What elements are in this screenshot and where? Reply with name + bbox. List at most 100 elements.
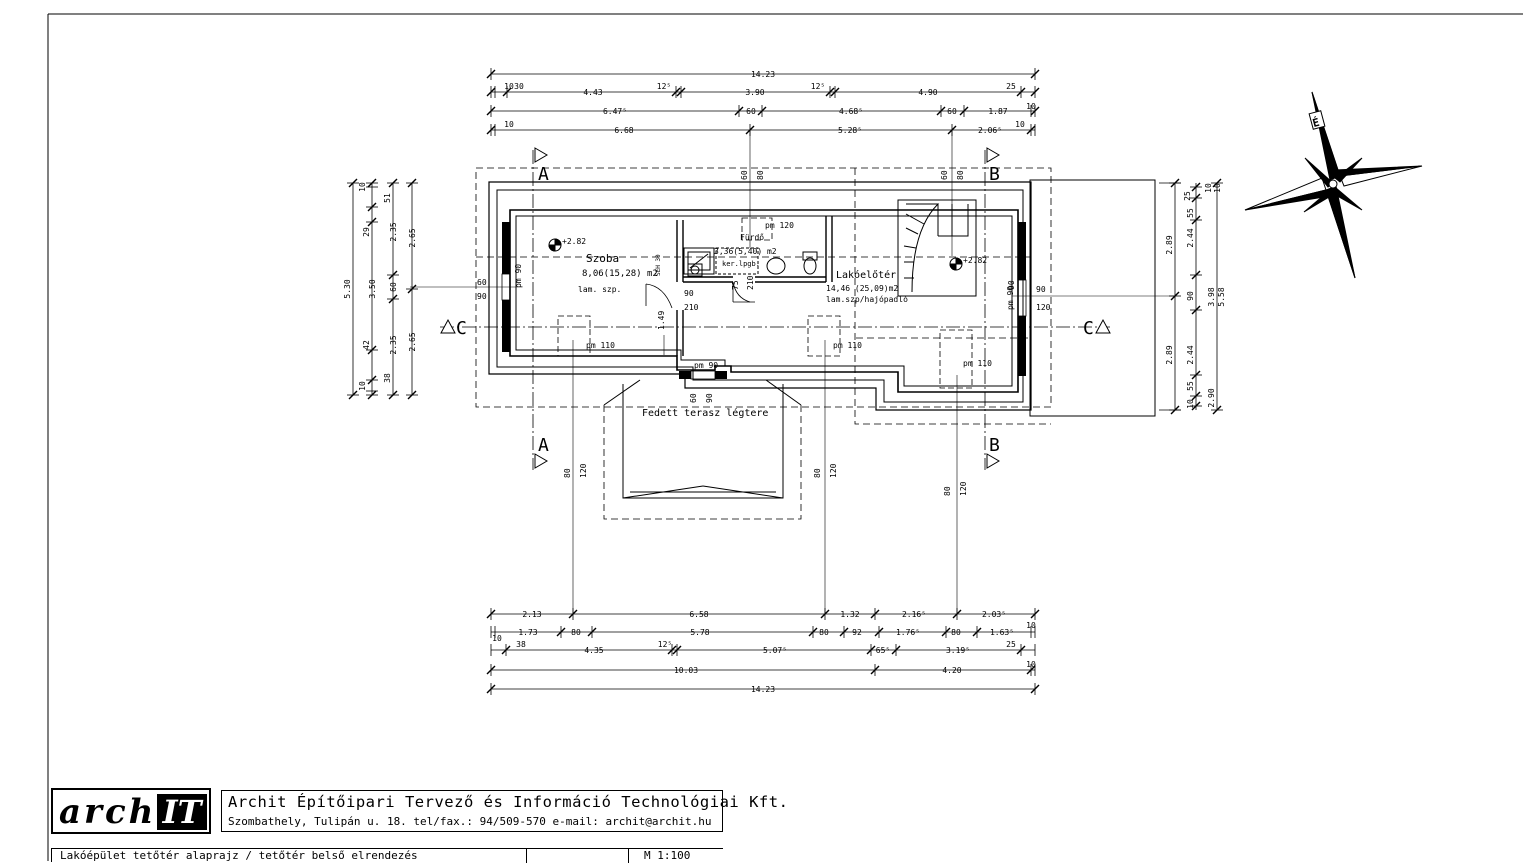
dim-label: 25	[1006, 640, 1016, 649]
room-name: Fürdő	[740, 233, 764, 242]
room-area: 8,06(15,28) m2	[582, 269, 658, 279]
dim-label: 10	[504, 120, 514, 129]
dim-label: 6.68	[614, 126, 633, 135]
section-label: C	[456, 318, 467, 339]
roof-outlines	[475, 167, 1052, 520]
bottom-dimension-ticks	[486, 609, 1040, 694]
dim-label: 4.20	[942, 666, 961, 675]
dim-label: 2.35	[389, 222, 398, 241]
balcony-outline	[1029, 179, 1156, 417]
level-labels: +2.82 +2.82	[562, 237, 987, 265]
terrace-label: Fedett terasz légtere	[642, 407, 768, 419]
opening-value: 90	[1036, 285, 1046, 294]
opening-value: 80	[813, 468, 822, 478]
dim-label: 90	[1186, 291, 1195, 301]
dim-label: 5.30	[343, 279, 352, 298]
title-block: arch IT Archit Építőipari Tervező és Inf…	[51, 786, 788, 863]
dim-label: 25	[1006, 82, 1016, 91]
dim-label: 12⁵	[811, 82, 825, 91]
dim-label: 4.35	[584, 646, 603, 655]
opening-value: 120	[959, 481, 968, 496]
drawing-info-row: Lakóépület tetőtér alaprajz / tetőtér be…	[51, 848, 723, 863]
window-label: pm 90	[694, 361, 718, 370]
room-area: 14,46 (25,09)m2	[826, 284, 898, 293]
left-dimension-chains	[347, 182, 418, 396]
dim-label: 55	[1186, 381, 1195, 391]
dim-label: 10	[1026, 621, 1036, 630]
dim-label: 1.73	[518, 628, 537, 637]
divider	[628, 849, 629, 863]
dim-label: 51	[383, 193, 392, 203]
room-floor: lam. szp.	[578, 285, 621, 294]
right-dimension-ticks	[1170, 178, 1222, 415]
dim-label: 10	[358, 381, 367, 391]
dim-label: 29	[362, 227, 371, 237]
dim-label: 65⁵	[876, 646, 890, 655]
dim-label: 80	[819, 628, 829, 637]
dim-label: 5.07⁵	[763, 646, 787, 655]
opening-value: SEH 30	[655, 254, 662, 276]
dim-label: 5.28⁵	[838, 126, 862, 135]
compass-north-label: É	[1311, 116, 1321, 130]
dim-label: 25	[1183, 191, 1192, 201]
room-name: Szoba	[586, 252, 619, 265]
opening-value: 60	[940, 170, 949, 180]
window-label: pm 90	[1006, 286, 1015, 310]
dim-label: 3.98	[1207, 287, 1216, 306]
opening-value: 210	[746, 275, 755, 290]
opening-value: 90	[477, 292, 487, 301]
dim-label: 10	[1026, 102, 1036, 111]
window-label: pm 110	[833, 341, 862, 350]
dim-label: 5.58	[1217, 287, 1226, 306]
leader-lines	[410, 130, 1175, 614]
dim-label: 5.78	[690, 628, 709, 637]
opening-values: 60 80 60 80 60 90 90 120 60 90 210 1.49 …	[477, 170, 1051, 496]
windows	[502, 222, 1026, 379]
logo-text-badge: IT	[157, 794, 207, 830]
dim-label: 38	[383, 373, 392, 383]
section-label: C	[1083, 318, 1094, 339]
opening-value: 120	[829, 463, 838, 478]
dim-label: 6.58	[689, 610, 708, 619]
section-label: B	[989, 435, 1000, 456]
section-label: A	[538, 164, 549, 185]
logo-text: arch	[59, 792, 157, 832]
dim-label: 38	[516, 640, 526, 649]
dim-label: 3.19⁵	[946, 646, 970, 655]
opening-value: 80	[756, 170, 765, 180]
dim-label: 80	[571, 628, 581, 637]
dim-label: 10	[1204, 183, 1213, 193]
room-name: Lakóelőtér	[836, 269, 896, 281]
top-dimension-labels: 14.23 10 30 4.43 12⁵ 3.90 12⁵ 4.90 25 6.…	[504, 70, 1036, 135]
window-label: pm 90	[514, 264, 523, 288]
dim-label: 3.90	[745, 88, 764, 97]
dim-label: 10	[492, 634, 502, 643]
opening-value: 80	[563, 468, 572, 478]
company-logo: arch IT	[51, 788, 211, 834]
dim-label: 2.65	[408, 332, 417, 351]
dim-label: 2.44	[1186, 345, 1195, 364]
doors	[645, 281, 755, 309]
left-dimension-labels: 10 51 29 60 42 38 10 2.35 3.50 2.35 2.65…	[343, 182, 417, 391]
staircase	[897, 199, 977, 297]
opening-value: 80	[956, 170, 965, 180]
dim-label: 4.43	[583, 88, 602, 97]
dim-label: 14.23	[751, 685, 775, 694]
interior-walls	[676, 216, 833, 356]
opening-value: 75	[731, 280, 740, 290]
dim-label: 3.50	[368, 279, 377, 298]
opening-value: 210	[684, 303, 699, 312]
opening-value: 90	[1007, 280, 1016, 290]
dim-label: 30	[514, 82, 524, 91]
company-name: Archit Építőipari Tervező és Információ …	[228, 793, 789, 811]
dim-label: 10	[358, 182, 367, 192]
dim-label: 1.63⁵	[990, 628, 1014, 637]
dim-label: 60	[389, 282, 398, 292]
window-labels: pm 120 pm 110 pm 110 pm 110 pm 90 pm 90 …	[514, 221, 1015, 370]
dim-label: 10	[1026, 660, 1036, 669]
company-info: Archit Építőipari Tervező és Információ …	[221, 790, 788, 832]
dim-label: 55	[1186, 208, 1195, 218]
opening-value: 60	[689, 393, 698, 403]
compass-rose-icon	[1244, 91, 1423, 279]
